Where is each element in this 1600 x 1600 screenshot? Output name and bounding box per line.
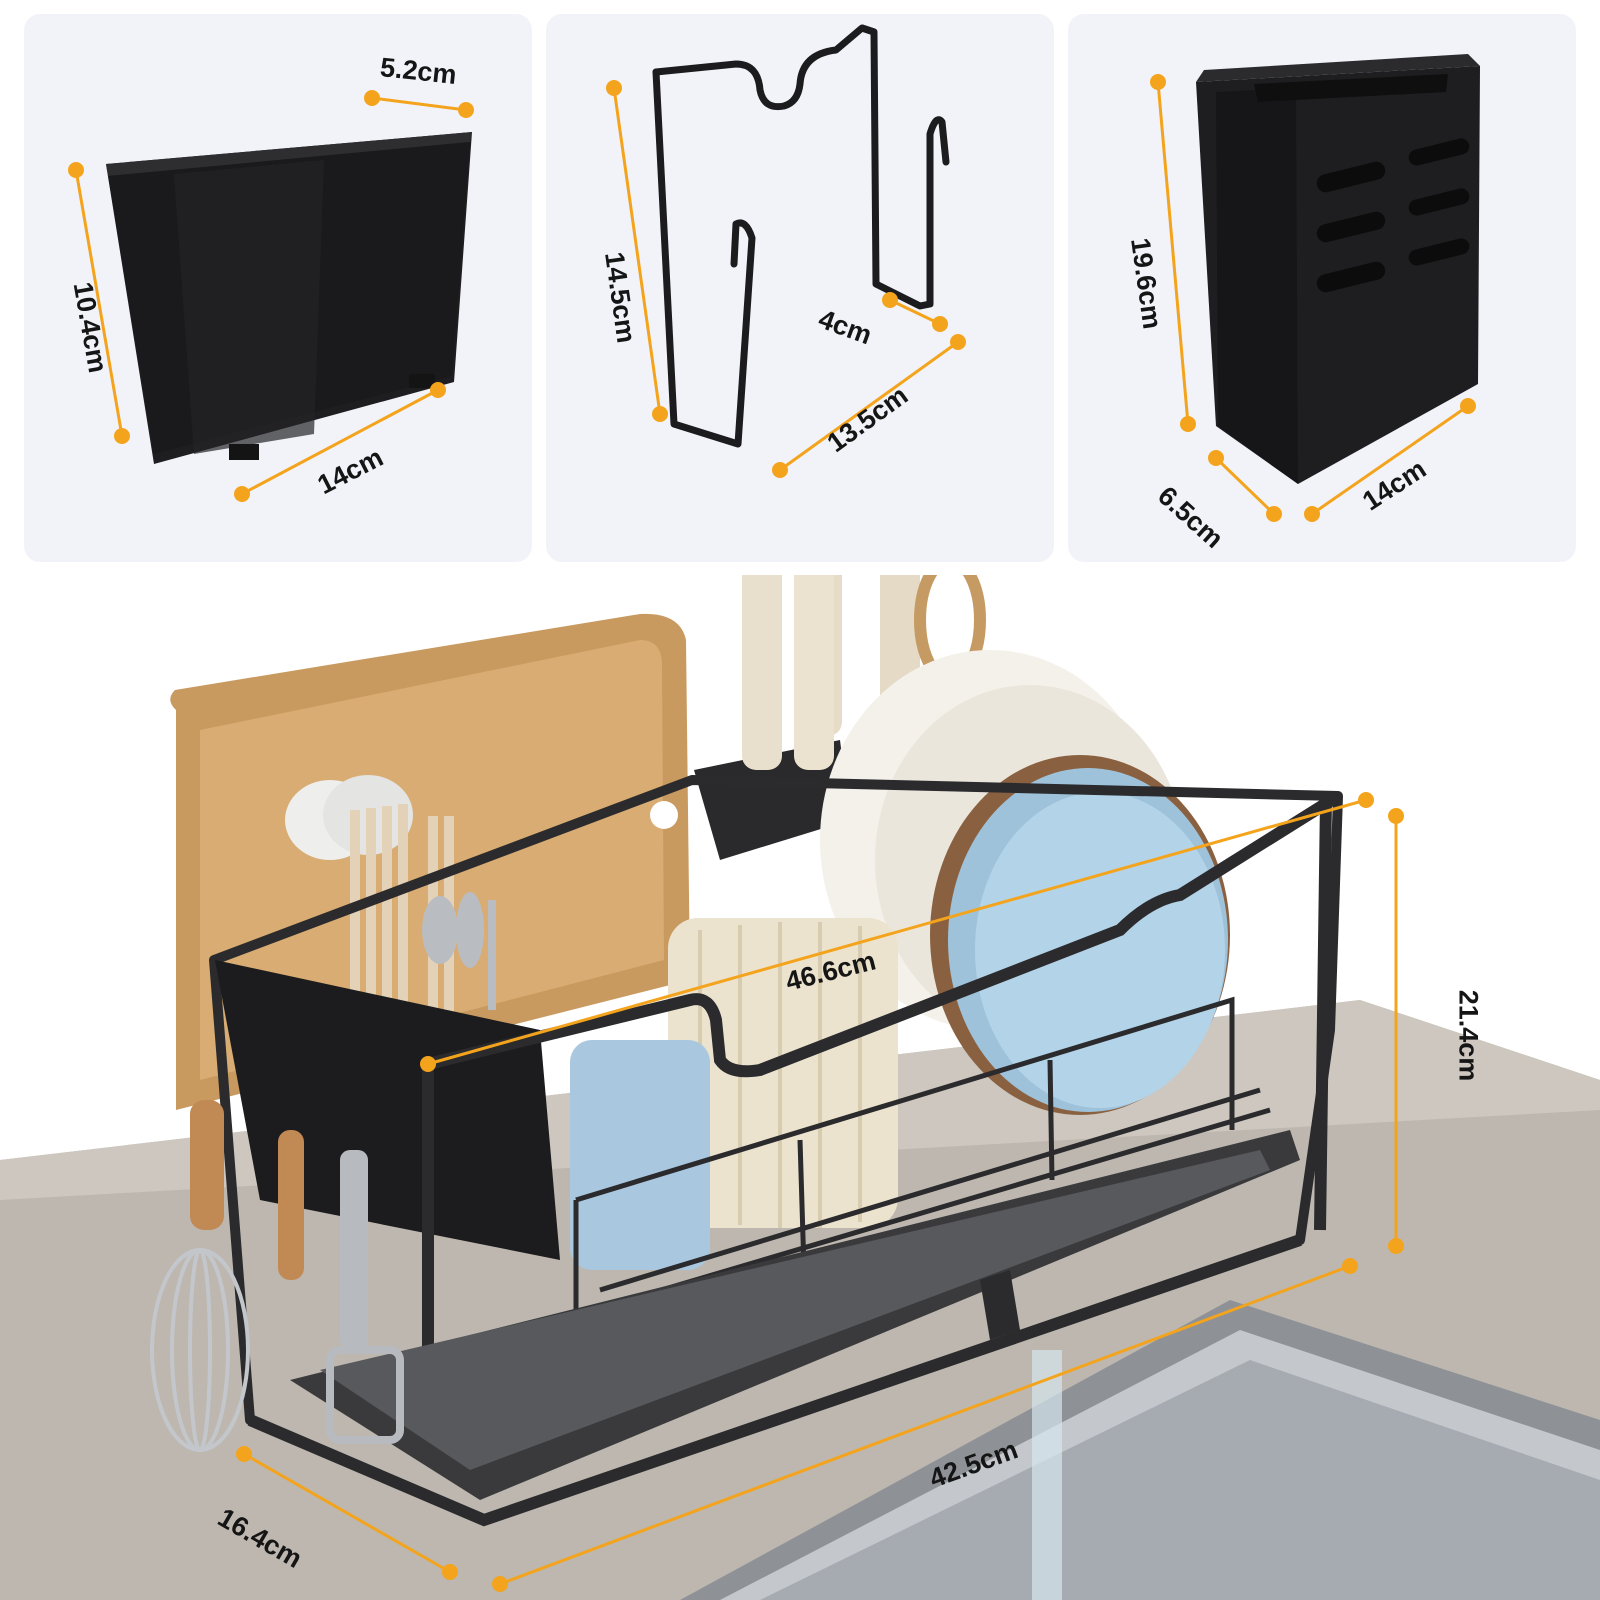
dish-rack-illustration [0,575,1600,1600]
dish-rack-scene: 46.6cm 21.4cm 42.5cm 16.4cm [0,575,1600,1600]
cutting-board-hook-illustration [606,24,966,478]
utensil-holder-panel: 10.4cm 14cm 5.2cm [24,14,532,562]
height-label: 21.4cm [1453,989,1484,1082]
cutting-board-hook-panel: 14.5cm 13.5cm 4cm [546,14,1054,562]
utensil-holder-illustration [68,90,474,502]
knife-block-panel: 19.6cm 6.5cm 14cm [1068,14,1576,562]
knife-block-illustration [1150,54,1480,522]
